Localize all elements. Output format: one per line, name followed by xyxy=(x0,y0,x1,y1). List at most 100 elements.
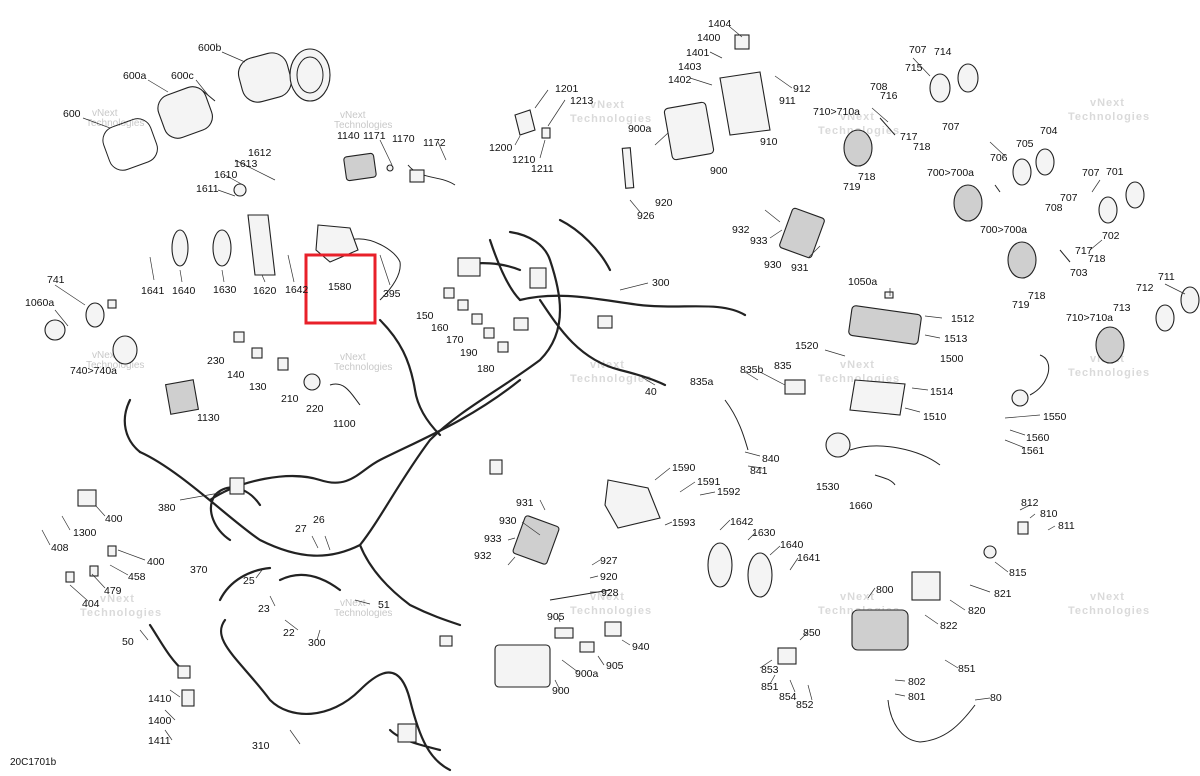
part-label-719: 719 xyxy=(1012,299,1030,311)
part-label-1410: 1410 xyxy=(148,693,172,705)
part-label-850: 850 xyxy=(803,627,821,639)
part-labels: 600b 600a 600c 600 1140 1171 1170 1172 1… xyxy=(25,18,1175,752)
part-label-704: 704 xyxy=(1040,125,1058,137)
part-label-811: 811 xyxy=(1058,520,1075,532)
part-label-1200: 1200 xyxy=(489,142,513,154)
speaker-bracket xyxy=(247,214,276,276)
part-label-717: 717 xyxy=(1075,245,1093,257)
part-label-713: 713 xyxy=(1113,302,1131,314)
part-label-1642: 1642 xyxy=(285,284,309,296)
part-label-1620: 1620 xyxy=(253,285,277,297)
gasket xyxy=(77,489,97,507)
part-label-700-700a: 700>700a xyxy=(980,224,1027,236)
watermark-line2: Technologies xyxy=(570,605,652,617)
regulator-module xyxy=(779,207,825,259)
relay-module xyxy=(164,379,200,415)
part-label-927: 927 xyxy=(600,555,618,567)
small-components-lower-left xyxy=(65,489,195,707)
watermark-line2: Technologies xyxy=(86,360,144,371)
part-label-230: 230 xyxy=(207,355,225,367)
part-label-190: 190 xyxy=(460,347,478,359)
gauge-cover xyxy=(237,52,292,103)
part-label-1050a: 1050a xyxy=(848,276,877,288)
part-label-905: 905 xyxy=(606,660,624,672)
part-label-900: 900 xyxy=(552,685,570,697)
part-label-820: 820 xyxy=(968,605,986,617)
part-label-810: 810 xyxy=(1040,508,1058,520)
part-label-160: 160 xyxy=(431,322,449,334)
part-label-717: 717 xyxy=(900,131,918,143)
part-label-1520: 1520 xyxy=(795,340,819,352)
part-label-23: 23 xyxy=(258,603,270,615)
watermark: vNext Technologies xyxy=(86,350,144,371)
horn xyxy=(112,335,138,365)
part-label-1580: 1580 xyxy=(328,281,352,293)
speaker-grille xyxy=(747,552,773,598)
watermark-line2: Technologies xyxy=(570,373,652,385)
relay xyxy=(734,34,750,50)
main-wiring-harness xyxy=(123,218,747,772)
part-label-600: 600 xyxy=(63,108,81,120)
headlight-housing xyxy=(1095,326,1125,364)
part-label-1213: 1213 xyxy=(570,95,594,107)
part-label-711: 711 xyxy=(1158,271,1175,283)
part-label-822: 822 xyxy=(940,620,958,632)
connector-block xyxy=(397,723,417,743)
part-label-1550: 1550 xyxy=(1043,411,1067,423)
connector-block xyxy=(177,665,191,679)
part-label-854: 854 xyxy=(779,691,797,703)
part-label-932: 932 xyxy=(732,224,750,236)
part-label-835a: 835a xyxy=(690,376,714,388)
part-label-926: 926 xyxy=(637,210,655,222)
part-label-710-710a: 710>710a xyxy=(1066,312,1113,324)
part-label-140: 140 xyxy=(227,369,245,381)
part-label-150: 150 xyxy=(416,310,434,322)
part-label-1641: 1641 xyxy=(797,552,821,564)
part-label-1060a: 1060a xyxy=(25,297,54,309)
small-components-left xyxy=(44,287,509,415)
part-label-707: 707 xyxy=(1060,192,1078,204)
part-label-708: 708 xyxy=(1045,202,1063,214)
watermark-line1: vNext xyxy=(100,593,135,605)
speaker-grille xyxy=(171,229,189,267)
part-label-707: 707 xyxy=(909,44,927,56)
part-label-940: 940 xyxy=(632,641,650,653)
watermark-line1: vNext xyxy=(340,598,366,609)
part-label-1560: 1560 xyxy=(1026,432,1050,444)
part-label-1612: 1612 xyxy=(248,147,272,159)
part-label-705: 705 xyxy=(1016,138,1034,150)
part-label-600a: 600a xyxy=(123,70,147,82)
part-label-900: 900 xyxy=(710,165,728,177)
part-label-1130: 1130 xyxy=(197,412,220,424)
part-label-180: 180 xyxy=(477,363,495,375)
part-label-933: 933 xyxy=(750,235,768,247)
watermark-line1: vNext xyxy=(840,359,875,371)
part-label-1642: 1642 xyxy=(730,516,754,528)
part-label-458: 458 xyxy=(128,571,146,583)
regulator xyxy=(779,207,825,259)
part-label-928: 928 xyxy=(601,587,619,599)
part-label-835b: 835b xyxy=(740,364,764,376)
light xyxy=(825,432,851,458)
part-label-930: 930 xyxy=(764,259,782,271)
part-label-479: 479 xyxy=(104,585,122,597)
watermark-line2: Technologies xyxy=(80,607,162,619)
part-label-1401: 1401 xyxy=(686,47,710,59)
part-label-852: 852 xyxy=(796,699,814,711)
watermark: vNext Technologies xyxy=(1068,97,1149,123)
part-label-600b: 600b xyxy=(198,42,222,54)
part-label-51: 51 xyxy=(378,599,390,611)
part-label-1140: 1140 xyxy=(337,130,360,142)
headlight-assemblies xyxy=(843,63,1200,364)
part-label-1610: 1610 xyxy=(214,169,238,181)
watermark: vNext Technologies xyxy=(334,352,392,373)
part-label-408: 408 xyxy=(51,542,69,554)
part-label-933: 933 xyxy=(484,533,502,545)
part-label-851: 851 xyxy=(761,681,779,693)
watermark-line1: vNext xyxy=(840,111,875,123)
part-label-26: 26 xyxy=(313,514,325,526)
part-label-50: 50 xyxy=(122,636,134,648)
part-label-821: 821 xyxy=(994,588,1012,600)
connector-block xyxy=(489,459,503,475)
